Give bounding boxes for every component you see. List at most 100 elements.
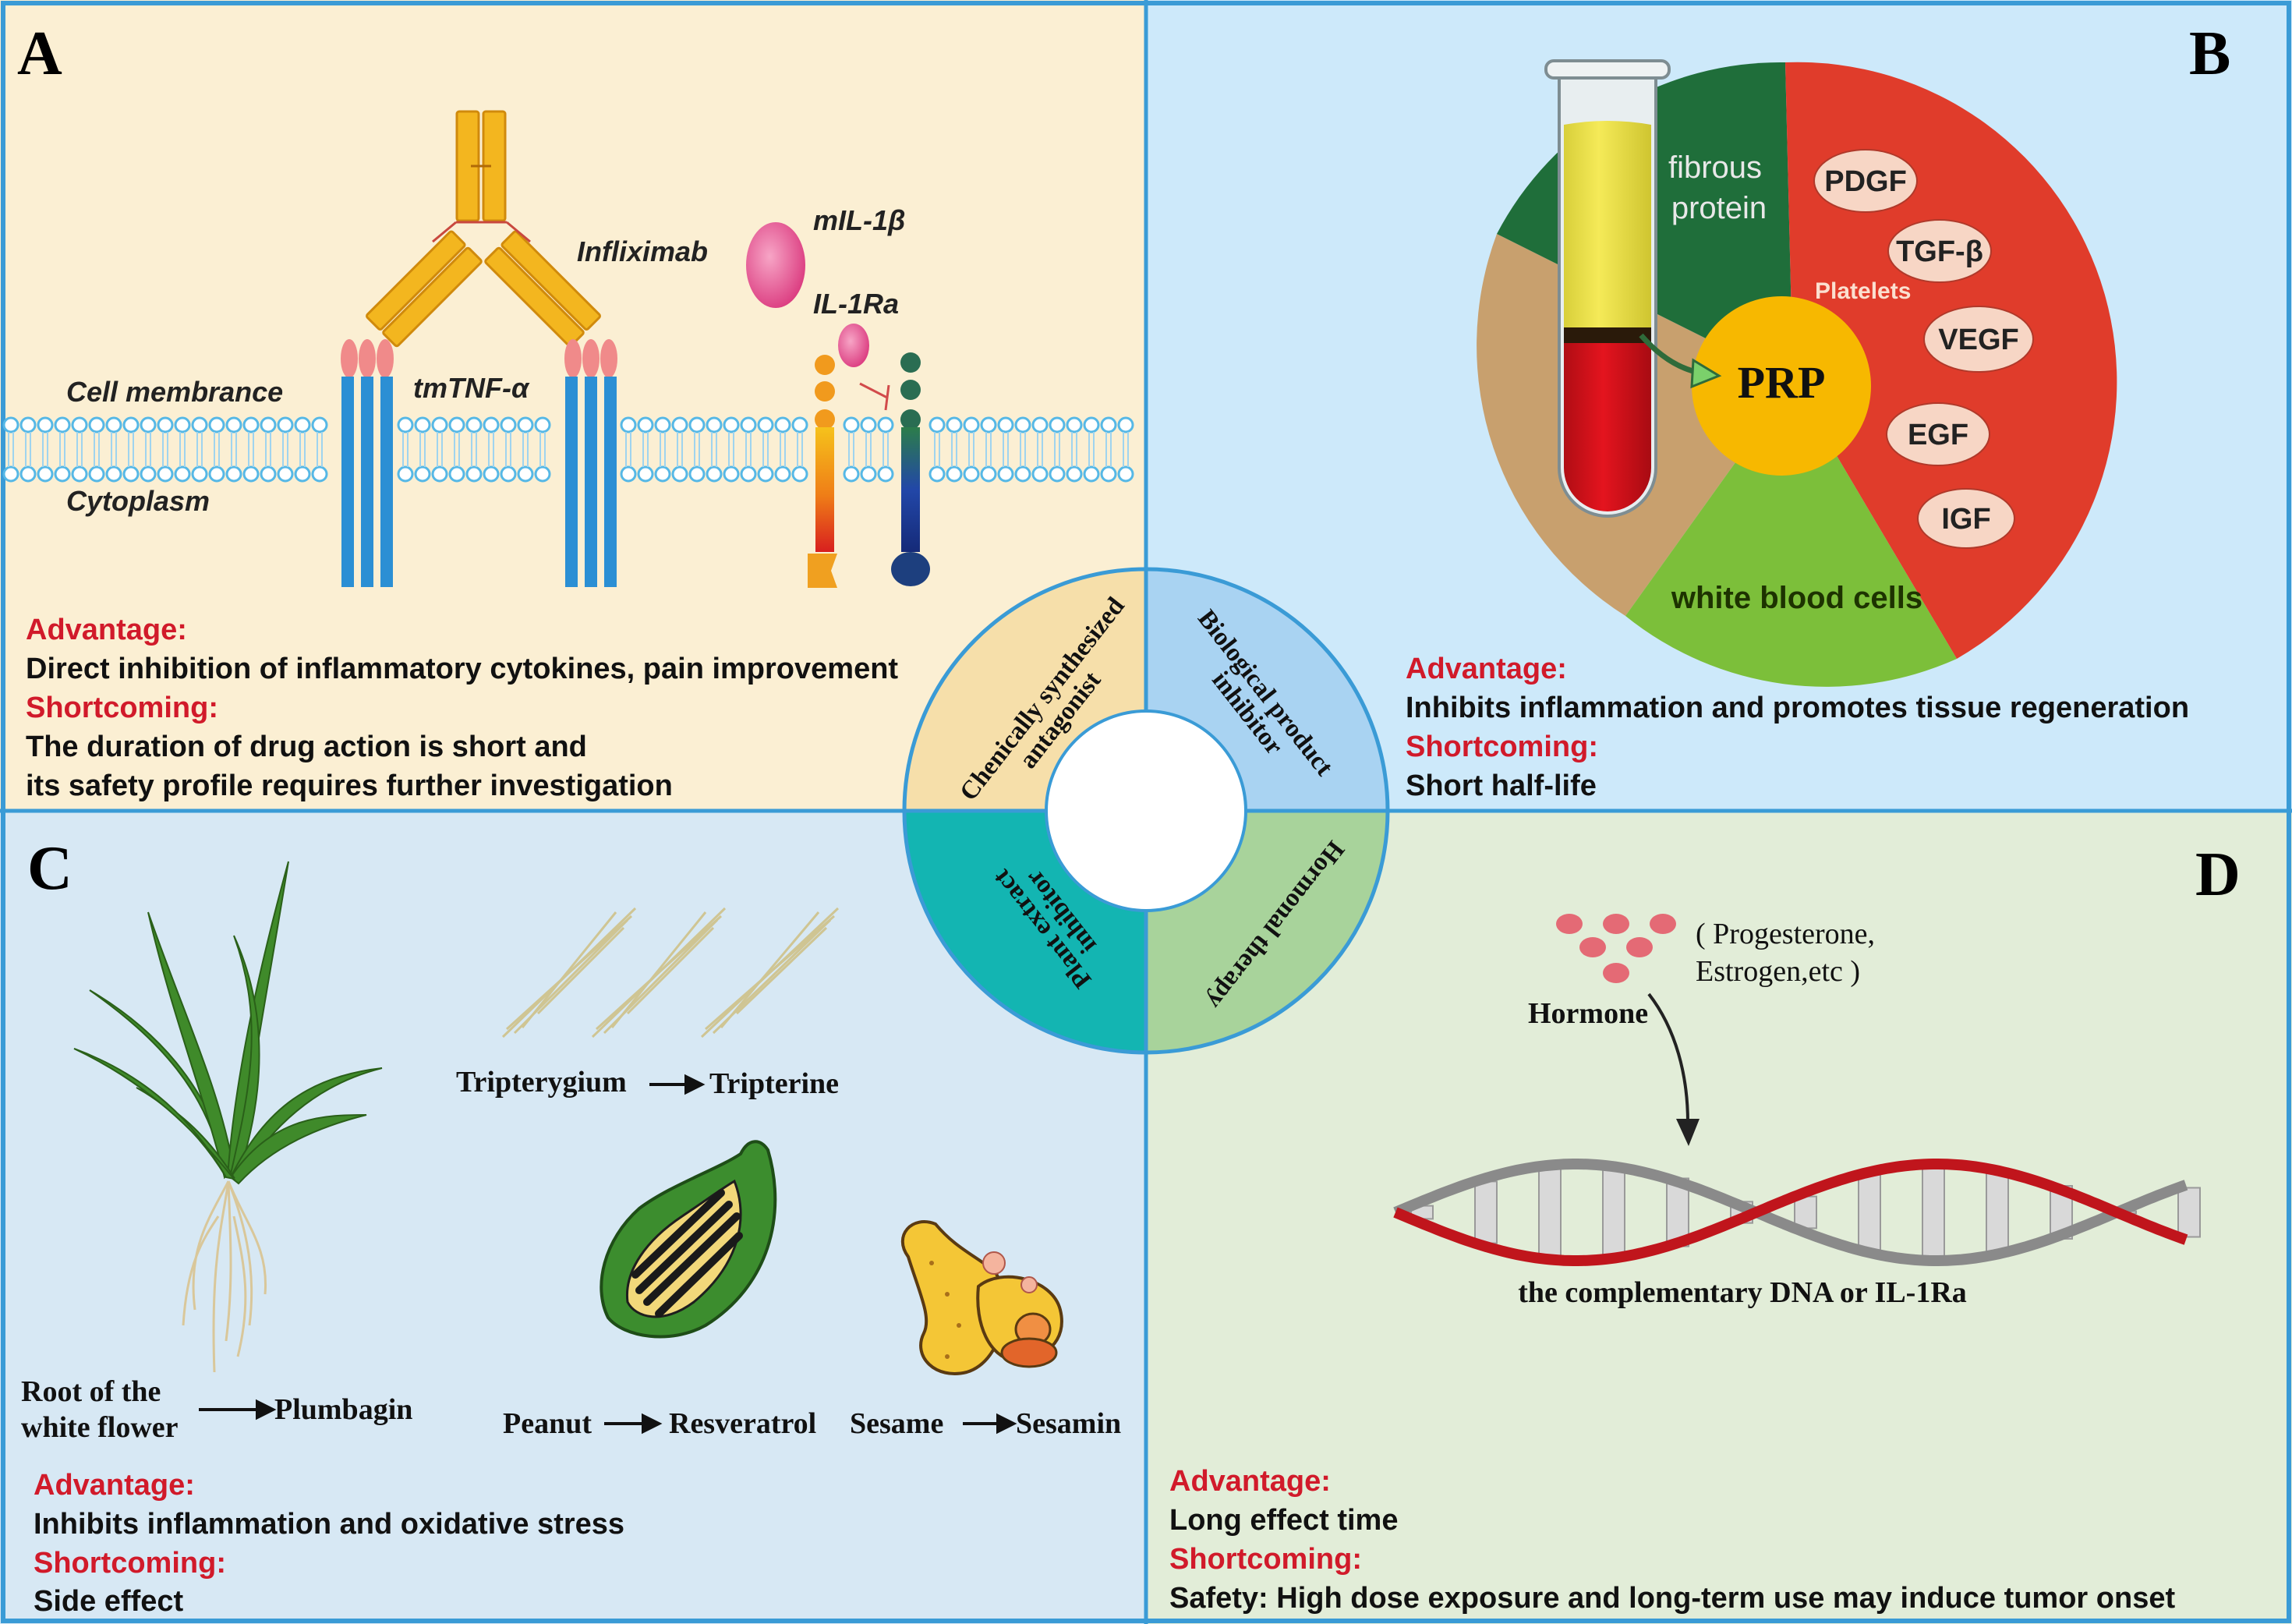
phospholipid-head (431, 416, 448, 433)
phospholipid-head (791, 465, 808, 483)
phospholipid-tail (1037, 432, 1043, 467)
phospholipid-tail (8, 432, 14, 467)
phospholipid-tail (196, 432, 203, 467)
phospholipid-tail (780, 432, 786, 467)
phospholipid-tail (1020, 432, 1026, 467)
phospholipid-head (654, 416, 671, 433)
sesame-illustration (900, 1220, 1063, 1375)
dna-base-pair (2177, 1187, 2201, 1238)
plumbagin-label: Plumbagin (274, 1393, 412, 1426)
growth-factor-ovals (1813, 149, 2034, 549)
panel-b-letter: B (2189, 19, 2230, 88)
phospholipid-head (2, 416, 19, 433)
phospholipid-head (37, 465, 54, 483)
phospholipid-tail (505, 432, 511, 467)
phospholipid-head (774, 416, 791, 433)
phospholipid-head (534, 465, 551, 483)
tripterygium-label: Tripterygium (456, 1066, 627, 1099)
egf-label: EGF (1908, 419, 1968, 451)
phospholipid-head (140, 416, 157, 433)
phospholipid-head (997, 416, 1014, 433)
phospholipid-head (1083, 416, 1100, 433)
phospholipid-head (140, 465, 157, 483)
phospholipid-head (88, 465, 105, 483)
fibrous-label-line1: fibrous (1668, 150, 1762, 185)
phospholipid-tail (25, 432, 31, 467)
phospholipid-head (122, 416, 140, 433)
phospholipid-tail (522, 432, 529, 467)
hormone-list-line2: Estrogen,etc ) (1696, 955, 1860, 988)
phospholipid-head (774, 465, 791, 483)
phospholipid-head (997, 465, 1014, 483)
hormone-arrowhead (1676, 1119, 1700, 1146)
hormone-dots (1556, 914, 1676, 983)
phospholipid-head (414, 416, 431, 433)
phospholipid-tail (59, 432, 65, 467)
cell-membrane-bilayer (2, 416, 1134, 483)
phospholipid-head (1117, 416, 1134, 433)
igf-label: IGF (1941, 503, 1990, 536)
phospholipid-head (448, 416, 465, 433)
test-tube (1544, 59, 1671, 518)
phospholipid-tail (282, 432, 288, 467)
phospholipid-head (105, 416, 122, 433)
tube-to-prp-arrowhead (1690, 358, 1722, 389)
phospholipid-tail (728, 432, 734, 467)
phospholipid-tail (437, 432, 443, 467)
phospholipid-head (1031, 416, 1049, 433)
phospholipid-head (1049, 465, 1066, 483)
phospholipid-head (1049, 416, 1066, 433)
phospholipid-head (54, 416, 71, 433)
phospholipid-head (740, 416, 757, 433)
panel-b-shortcoming-text: Short half-life (1406, 770, 1597, 802)
white-flower-plant (73, 861, 383, 1373)
phospholipid-head (963, 465, 980, 483)
dna-strand-red (1393, 1159, 2188, 1266)
phospholipid-head (860, 416, 877, 433)
phospholipid-head (277, 465, 294, 483)
dna-base-pair (1538, 1166, 1562, 1259)
phospholipid-tail (934, 432, 940, 467)
phospholipid-head (1066, 465, 1083, 483)
phospholipid-tail (111, 432, 117, 467)
phospholipid-tail (539, 432, 546, 467)
phospholipid-head (706, 416, 723, 433)
phospholipid-head (465, 416, 483, 433)
phospholipid-tail (694, 432, 700, 467)
phospholipid-tail (128, 432, 134, 467)
dna-base-pair (1986, 1167, 2009, 1258)
phospholipid-head (620, 465, 637, 483)
phospholipid-head (19, 465, 37, 483)
phospholipid-tail (1071, 432, 1077, 467)
tripterine-label: Tripterine (709, 1067, 839, 1100)
root-label-line1: Root of the (21, 1375, 161, 1408)
phospholipid-head (723, 465, 740, 483)
peanut-illustration (600, 1140, 777, 1339)
phospholipid-tail (76, 432, 83, 467)
panel-a-advantage-text: Direct inhibition of inflammatory cytoki… (26, 653, 898, 685)
phospholipid-tail (711, 432, 717, 467)
phospholipid-head (757, 465, 774, 483)
cell-membrane-label: Cell membrance (66, 376, 283, 408)
panel-a-shortcoming-title: Shortcoming: (26, 692, 218, 724)
phospholipid-head (1066, 416, 1083, 433)
phospholipid-head (946, 416, 963, 433)
phospholipid-head (431, 465, 448, 483)
resveratrol-label: Resveratrol (669, 1407, 816, 1440)
tmtnf-label: tmTNF-α (413, 372, 530, 404)
phospholipid-head (311, 416, 328, 433)
phospholipid-tail (762, 432, 769, 467)
phospholipid-head (448, 465, 465, 483)
panel-d-advantage-title: Advantage: (1169, 1465, 1331, 1498)
panel-c-arrows (199, 1074, 1017, 1435)
phospholipid-head (637, 416, 654, 433)
panel-a-advantage-title: Advantage: (26, 614, 187, 646)
white-blood-cells-segment (1625, 382, 1957, 687)
phospholipid-tail (179, 432, 186, 467)
phospholipid-tail (419, 432, 426, 467)
panel-c-shortcoming-title: Shortcoming: (34, 1547, 226, 1580)
phospholipid-head (1014, 465, 1031, 483)
ring-center-hole (1045, 709, 1247, 912)
phospholipid-tail (1003, 432, 1009, 467)
